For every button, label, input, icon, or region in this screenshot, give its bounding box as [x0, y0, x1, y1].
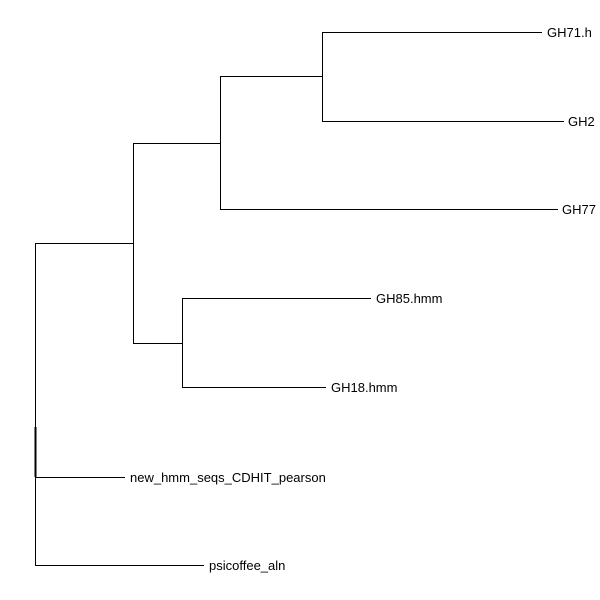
tip-label-psicoffee: psicoffee_aln: [209, 558, 285, 573]
tip-label-group: GH71.h GH2 GH77 GH85.hmm GH18.hmm new_hm…: [130, 25, 596, 573]
tip-label-gh77: GH77: [562, 202, 596, 217]
branch-group: [34, 32, 564, 566]
tip-label-gh85: GH85.hmm: [376, 291, 442, 306]
tip-label-new-hmm-seqs: new_hmm_seqs_CDHIT_pearson: [130, 470, 326, 485]
tip-label-gh18: GH18.hmm: [331, 380, 397, 395]
tip-label-gh2: GH2: [568, 114, 595, 129]
tip-label-gh71: GH71.h: [547, 25, 592, 40]
